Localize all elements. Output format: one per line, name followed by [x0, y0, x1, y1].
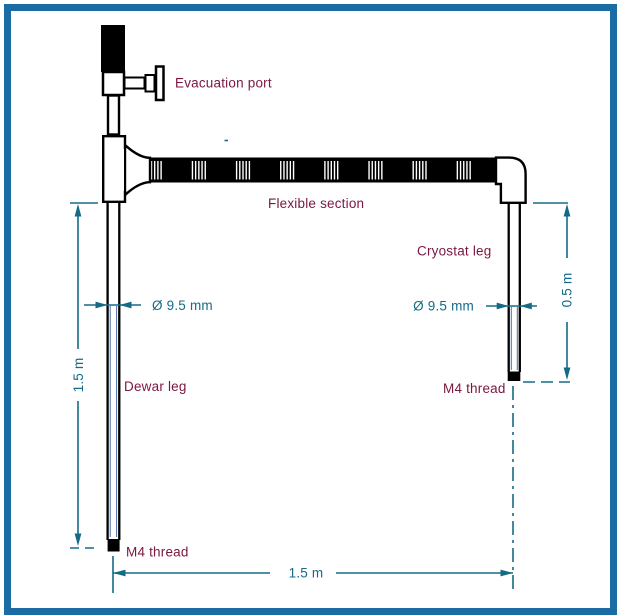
arrow-right-icon — [496, 302, 509, 310]
elbow — [494, 156, 527, 204]
dim-text-dewar-length: 1.5 m — [71, 358, 86, 393]
arrow-left-icon — [119, 301, 132, 309]
dewar-m4-tip — [107, 539, 120, 552]
dim-cryostat-leg-length: 0.5 m — [523, 202, 575, 383]
valve-body — [101, 70, 126, 97]
label-evacuation-port: Evacuation port — [175, 76, 272, 91]
tee-flare — [123, 142, 152, 198]
dewar-leg-bore-lines — [109, 306, 118, 537]
evacuation-port-flange — [154, 65, 165, 102]
valve-stem — [123, 76, 146, 90]
label-m4-thread-dewar: M4 thread — [126, 545, 189, 560]
dim-text-dewar-diameter: Ø 9.5 mm — [152, 298, 213, 313]
dim-text-cryostat-diameter: Ø 9.5 mm — [413, 299, 474, 314]
label-cryostat-leg: Cryostat leg — [417, 244, 491, 259]
dim-cryostat-diameter: Ø 9.5 mm — [413, 299, 537, 314]
arrow-up-icon — [74, 204, 82, 217]
valve-hub — [144, 74, 156, 93]
page-border — [4, 4, 617, 615]
dim-text-cryostat-length: 0.5 m — [560, 273, 575, 308]
arrow-right-icon — [95, 301, 108, 309]
dim-text-horizontal-span: 1.5 m — [289, 566, 324, 581]
arrow-up-icon — [563, 204, 571, 217]
arrow-left-icon — [113, 569, 126, 577]
dim-dewar-diameter: Ø 9.5 mm — [84, 298, 213, 313]
label-flexible-section: Flexible section — [268, 196, 364, 211]
arrow-down-icon — [563, 367, 571, 380]
evacuation-valve-assembly — [101, 25, 165, 136]
tee-body-outline — [102, 135, 127, 203]
flexible-section-tube — [144, 157, 497, 183]
valve-handle — [101, 25, 125, 72]
corrugation-hatch — [147, 161, 471, 180]
cryostat-leg-pipe — [507, 204, 521, 381]
label-m4-thread-cryostat: M4 thread — [443, 381, 506, 396]
tee-junction — [102, 135, 152, 203]
dim-horizontal-span: 1.5 m — [112, 386, 514, 593]
arrow-right-icon — [500, 569, 513, 577]
arrow-down-icon — [74, 533, 82, 546]
label-dewar-leg: Dewar leg — [124, 379, 187, 394]
valve-down-pipe — [106, 94, 121, 136]
cryostat-leg-bore-lines — [510, 307, 518, 370]
cryostat-m4-tip — [507, 371, 521, 381]
tee-body-fill — [104, 137, 124, 202]
dewar-leg-walls — [106, 203, 121, 540]
cryostat-leg-walls — [507, 204, 521, 372]
dewar-leg-pipe — [106, 203, 121, 552]
dim-dewar-leg-length: 1.5 m — [70, 202, 98, 549]
arrow-left-icon — [519, 302, 532, 310]
